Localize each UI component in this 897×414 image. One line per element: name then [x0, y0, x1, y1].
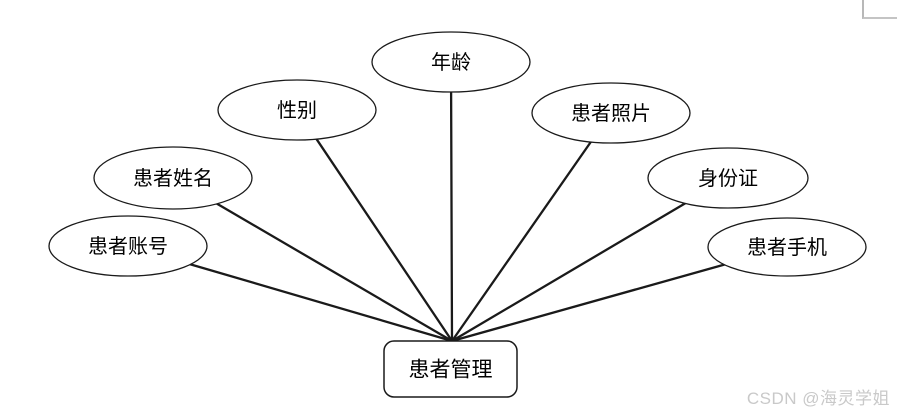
connector-line: [450, 202, 687, 343]
entity-box: [383, 340, 518, 398]
attribute-ellipse: [217, 79, 377, 141]
attribute-label: 年龄: [431, 51, 471, 74]
watermark-text: CSDN @海灵学姐: [746, 389, 890, 408]
entity-label: 患者管理: [409, 357, 493, 381]
attribute-label: 患者账号: [88, 235, 168, 258]
attribute-label: 身份证: [698, 167, 758, 190]
attribute-label: 患者照片: [571, 102, 651, 125]
attribute-ellipse: [48, 215, 208, 277]
attribute-label: 性别: [277, 99, 317, 122]
attribute-ellipse: [647, 147, 809, 209]
connector-line: [450, 263, 726, 343]
attribute-ellipse: [371, 31, 531, 93]
attribute-label: 患者姓名: [133, 167, 213, 190]
connector-line: [315, 137, 454, 343]
crop-corner-mark: [862, 0, 897, 19]
attribute-ellipse: [707, 217, 867, 277]
connector-line: [189, 263, 454, 343]
connector-line: [449, 90, 454, 343]
connector-line: [215, 202, 454, 343]
connector-line: [450, 140, 592, 343]
attribute-ellipse: [93, 146, 253, 210]
attribute-label: 患者手机: [747, 236, 827, 259]
attribute-ellipse: [531, 82, 691, 144]
